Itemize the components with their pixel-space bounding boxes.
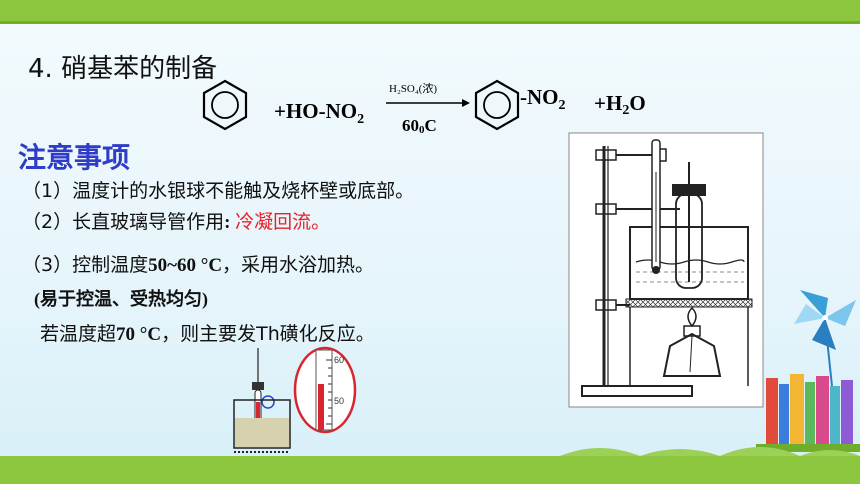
product-group: -NO2	[520, 85, 566, 113]
note-1-text: （1）温度计的水银球不能触及烧杯壁或底部。	[22, 180, 415, 202]
temperature-sup: 0	[419, 124, 425, 136]
temperature-unit: C	[425, 116, 437, 135]
temperature-label: 600C	[402, 116, 437, 136]
reactant-text: +HO-NO2	[274, 99, 364, 127]
top-green-bar	[0, 0, 860, 24]
thermometer-label-60: 60	[334, 355, 344, 365]
note-3-value: 50~60 °C	[148, 255, 223, 276]
notes-heading: 注意事项	[18, 141, 131, 174]
wire-gauze	[625, 298, 753, 308]
note-4-text: (易于控温、受热均匀)	[34, 289, 208, 309]
product-group-main: -NO	[520, 85, 559, 109]
thermometer-zoom: 60 50	[293, 346, 357, 434]
slide-title: 4. 硝基苯的制备	[28, 54, 218, 84]
reactant-main: +HO-NO	[274, 99, 357, 123]
note-4: (易于控温、受热均匀)	[34, 285, 208, 311]
note-5-suffix: ，则主要发Th磺化反应。	[161, 323, 375, 345]
note-2: （2）长直玻璃导管作用: 冷凝回流。	[22, 207, 330, 234]
benzene-ring-reactant	[202, 79, 248, 131]
nitration-apparatus	[568, 132, 764, 408]
note-5-value: 70 °C	[116, 324, 162, 345]
note-3-suffix: ，采用水浴加热。	[222, 254, 375, 276]
byproduct-main: +H	[594, 91, 622, 115]
reactant-sub: 2	[357, 112, 364, 127]
catalyst-label: H₂SO₄(浓)	[389, 82, 437, 95]
note-3: （3）控制温度50~60 °C，采用水浴加热。	[22, 250, 374, 277]
bottom-green-bar	[0, 456, 860, 484]
byproduct-tail: O	[629, 91, 645, 115]
books-decoration	[756, 374, 860, 452]
note-1: （1）温度计的水银球不能触及烧杯壁或底部。	[22, 176, 414, 203]
temperature-value: 60	[402, 116, 419, 135]
byproduct-sub: 2	[622, 103, 629, 118]
note-2-text: （2）长直玻璃导管作用	[22, 211, 225, 233]
mercury-column	[318, 384, 324, 430]
alcohol-lamp	[662, 306, 722, 377]
reaction-equation: +HO-NO2 H₂SO₄(浓) 600C -NO2 +H2O	[202, 79, 646, 136]
benzene-ring-product	[474, 79, 520, 131]
note-5-prefix: 若温度超	[40, 323, 117, 345]
byproduct: +H2O	[594, 91, 646, 118]
water-bath-illustration	[233, 348, 291, 453]
note-2-colon: :	[224, 212, 236, 233]
arrowhead	[462, 99, 470, 107]
grass-decoration	[560, 447, 860, 456]
note-5: 若温度超70 °C，则主要发Th磺化反应。	[40, 319, 375, 346]
note-2-highlight: 冷凝回流。	[235, 211, 331, 233]
pinwheel-decoration	[794, 290, 856, 387]
product-group-sub: 2	[559, 98, 566, 113]
note-3-prefix: （3）控制温度	[22, 254, 149, 276]
thermometer-label-50: 50	[334, 396, 344, 406]
stand-base	[581, 385, 693, 397]
